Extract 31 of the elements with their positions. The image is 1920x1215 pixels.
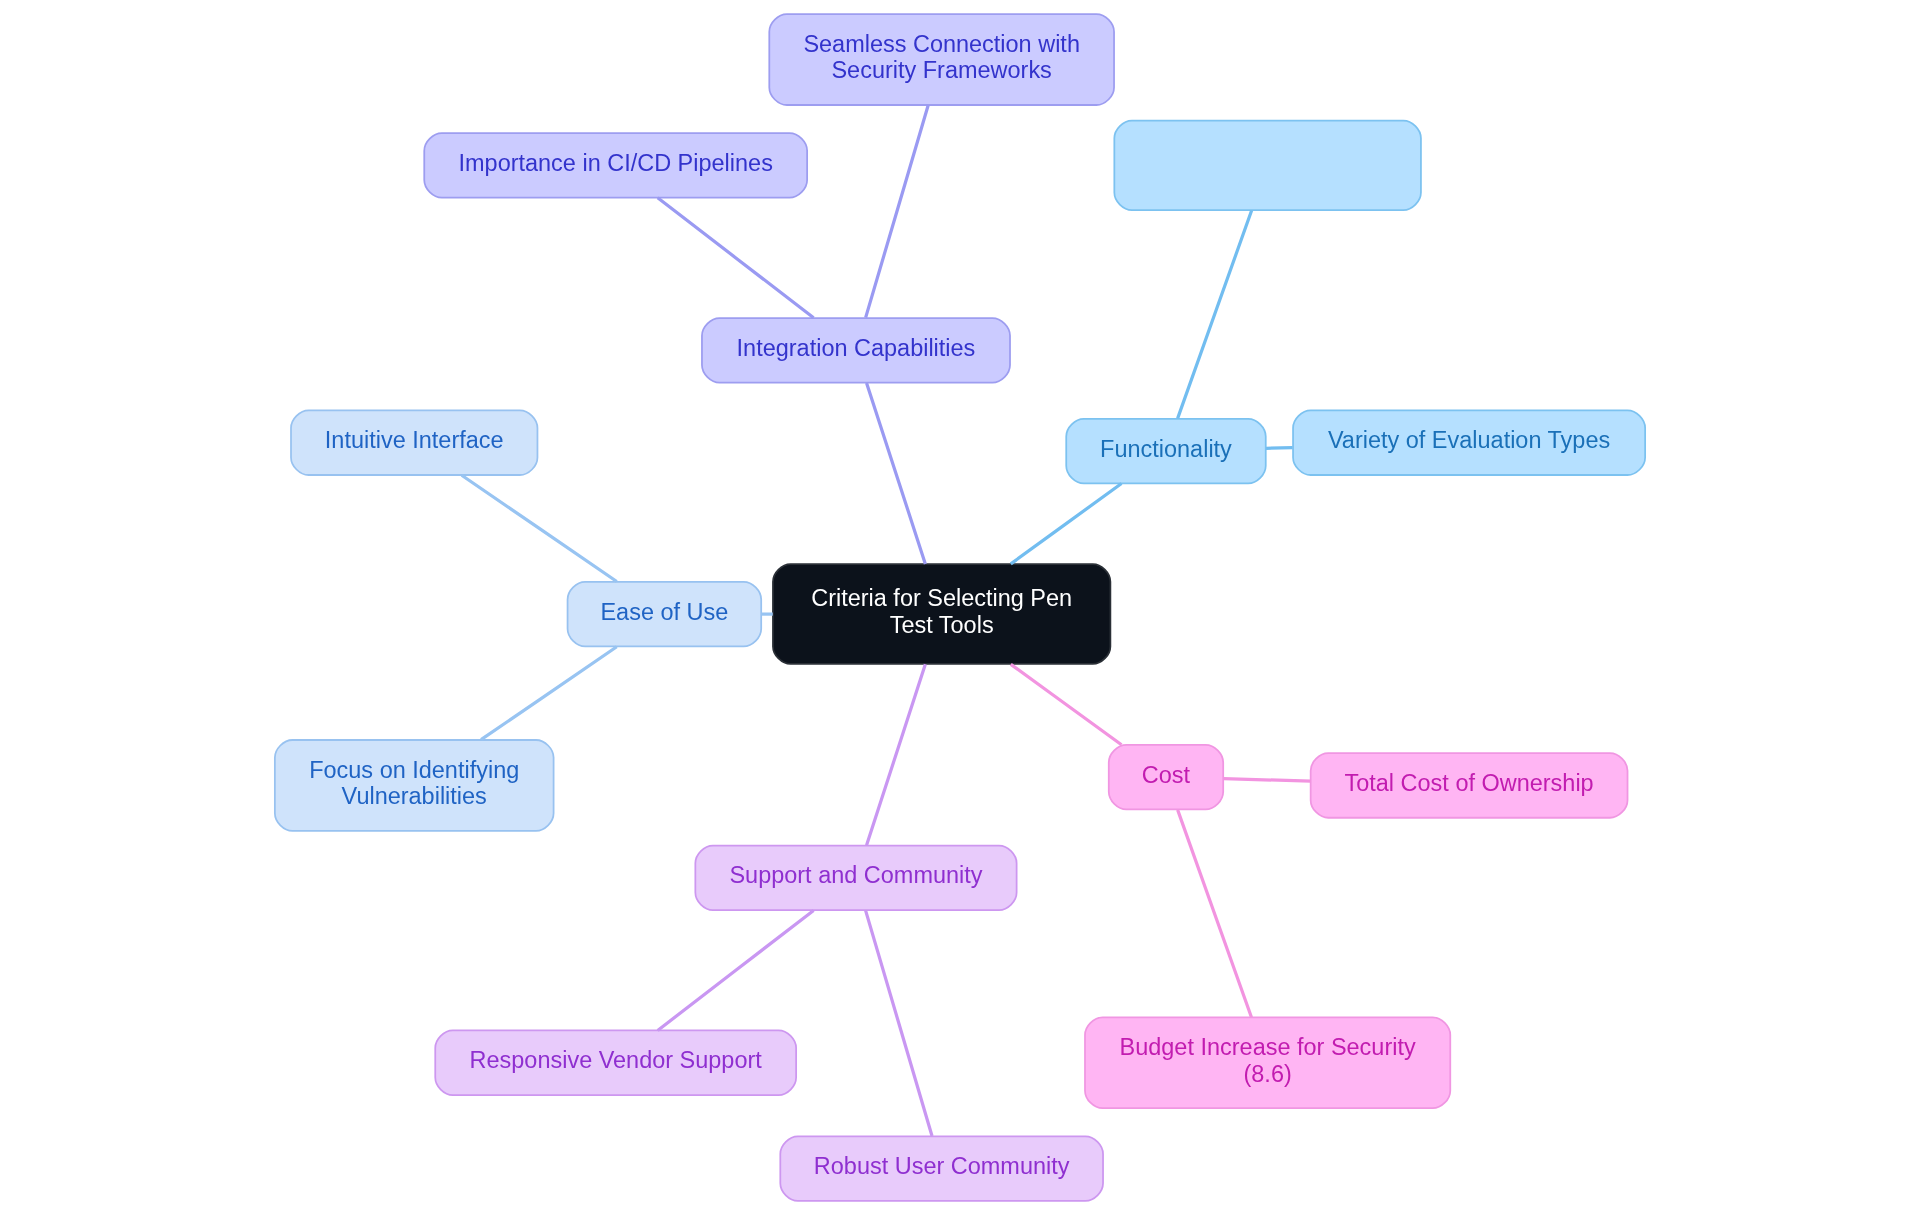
connector [656,909,815,1032]
node-box: Responsive Vendor Support [434,1029,797,1096]
node-box: Cost [1107,743,1225,811]
connector [1176,809,1253,1018]
connector [865,663,927,846]
node-box: Importance in CI/CD Pipelines [423,132,808,199]
connector [1009,482,1123,566]
node-box: Variety of Evaluation Types [1292,409,1646,476]
connector [864,910,934,1137]
node-box: Ease of Use [566,580,763,648]
connector [1223,777,1311,783]
node-box: Total Cost of Ownership [1309,752,1629,819]
connector [480,645,618,742]
connector [1009,663,1123,747]
connector [1176,209,1254,419]
connector [656,196,815,320]
node-box: Functionality [1065,417,1267,485]
node-box: Robust User Community [779,1135,1104,1202]
node-box: Focus on Identifying Vulnerabilities [274,739,555,832]
connector [864,104,930,319]
node-box: Intuitive Interface [290,409,539,476]
connector [460,473,618,583]
connector [761,612,773,616]
node-box: Support and Community [694,844,1018,911]
connector [865,382,927,565]
node-box [1113,119,1422,212]
connector [1266,446,1293,450]
node-box: Integration Capabilities [701,317,1011,384]
node-box: Seamless Connection with Security Frameworks [768,13,1115,106]
node-box: Budget Increase for Security (8.6) [1084,1016,1452,1110]
node-box: Criteria for Selecting Pen Test Tools [772,563,1112,665]
